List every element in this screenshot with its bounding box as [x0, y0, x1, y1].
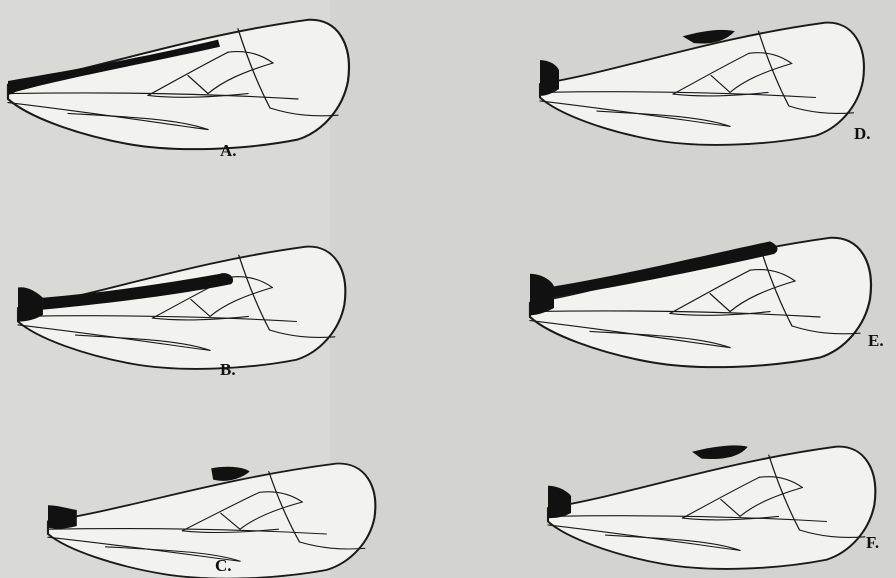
wing-a: [8, 20, 349, 149]
label-e: E.: [868, 331, 884, 350]
label-d: D.: [854, 124, 871, 143]
label-a: A.: [220, 141, 237, 160]
label-b: B.: [220, 360, 236, 379]
label-c: C.: [215, 556, 232, 575]
label-f: F.: [866, 533, 879, 552]
wing-c: [48, 464, 375, 578]
wing-b: [18, 247, 345, 369]
